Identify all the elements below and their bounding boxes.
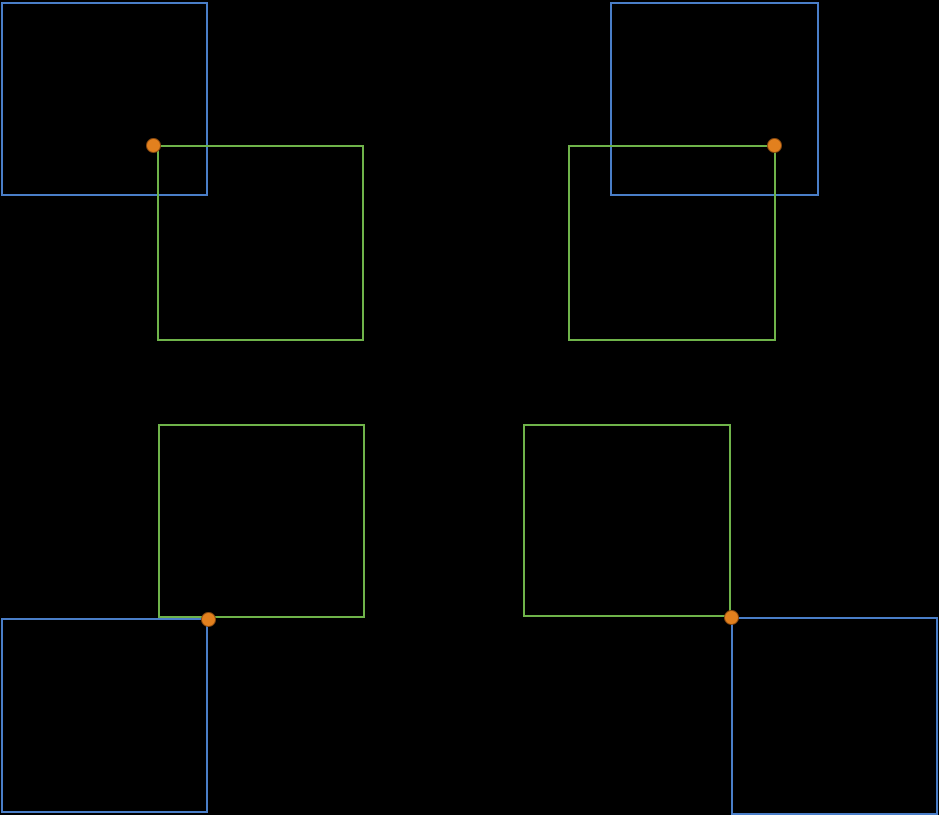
blue-rectangle-bottom-left[interactable]: [1, 618, 208, 813]
blue-rectangle-top-left[interactable]: [1, 2, 208, 196]
corner-marker-bottom-left[interactable]: [200, 611, 216, 627]
blue-rectangle-top-right[interactable]: [610, 2, 819, 196]
green-rectangle-top-left[interactable]: [157, 145, 364, 341]
green-rectangle-bottom-right[interactable]: [523, 424, 731, 617]
green-rectangle-bottom-left[interactable]: [158, 424, 365, 618]
corner-marker-bottom-right[interactable]: [723, 609, 739, 625]
green-rectangle-top-right[interactable]: [568, 145, 776, 341]
corner-marker-top-right[interactable]: [766, 137, 782, 153]
blue-rectangle-bottom-right[interactable]: [731, 617, 938, 815]
corner-marker-top-left[interactable]: [145, 137, 161, 153]
